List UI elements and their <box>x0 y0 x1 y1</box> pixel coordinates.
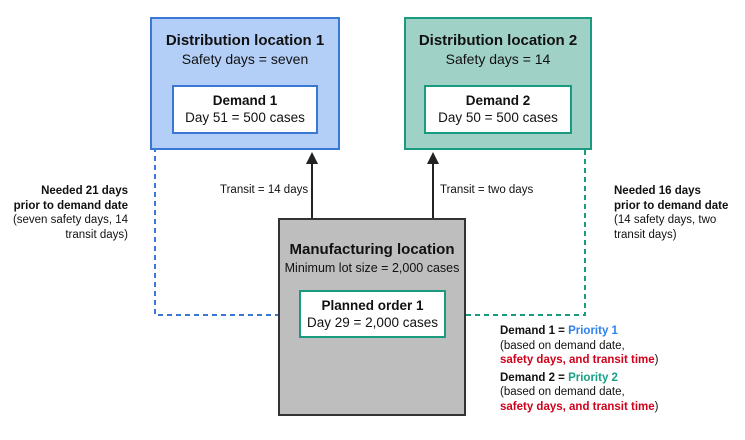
demand-2-box: Demand 2 Day 50 = 500 cases <box>424 85 572 134</box>
demand-1-title: Demand 1 <box>212 93 278 108</box>
priority-2-close: ) <box>654 400 659 413</box>
priority-1-factors: safety days, and transit time <box>500 354 655 366</box>
needed-note-right: Needed 16 days prior to demand date (14 … <box>614 184 744 242</box>
priority-2-factors: safety days, and transit time <box>500 400 655 413</box>
needed-left-line1: Needed 21 days <box>41 185 128 197</box>
needed-right-line3: (14 safety days, two <box>614 214 717 226</box>
priority-2-eq: = <box>554 371 569 384</box>
distribution-location-1: Distribution location 1 Safety days = se… <box>150 17 340 150</box>
transit-arrow-right-head <box>427 152 439 164</box>
priority-1-close: ) <box>654 354 659 366</box>
priority-2-basis: (based on demand date, <box>500 386 625 398</box>
demand-2-title: Demand 2 <box>465 93 531 108</box>
priority-2-value: Priority 2 <box>568 371 618 384</box>
planned-order-title: Planned order 1 <box>321 298 424 313</box>
distribution-2-safety: Safety days = 14 <box>445 51 551 67</box>
priority-1-demand: Demand 1 <box>500 325 555 337</box>
transit-arrow-left-head <box>306 152 318 164</box>
priority-2-line: Demand 2 = Priority 2 <box>500 371 740 386</box>
needed-right-line4: transit days) <box>614 228 677 241</box>
needed-right-line1: Needed 16 days <box>614 185 701 197</box>
priority-notes: Demand 1 = Priority 1 (based on demand d… <box>500 324 740 414</box>
priority-1-line: Demand 1 = Priority 1 <box>500 324 740 339</box>
transit-label-right: Transit = two days <box>440 184 534 196</box>
needed-note-left: Needed 21 days prior to demand date (sev… <box>0 184 128 242</box>
priority-1-factors-line: safety days, and transit time) <box>500 353 740 368</box>
distribution-1-safety: Safety days = seven <box>181 51 309 67</box>
manufacturing-location: Manufacturing location Minimum lot size … <box>278 218 466 416</box>
demand-2-value: Day 50 = 500 cases <box>438 110 558 125</box>
connector-demand1-dashed <box>154 109 300 316</box>
needed-left-line2: prior to demand date <box>13 199 128 212</box>
demand-1-box: Demand 1 Day 51 = 500 cases <box>172 85 318 134</box>
distribution-2-title: Distribution location 2 <box>418 32 578 49</box>
priority-1-value: Priority 1 <box>568 325 618 337</box>
connector-demand2-dashed <box>446 109 586 316</box>
priority-2-demand: Demand 2 <box>500 371 555 384</box>
distribution-location-2: Distribution location 2 Safety days = 14… <box>404 17 592 150</box>
needed-left-line4: transit days) <box>65 228 128 241</box>
needed-right-line2: prior to demand date <box>614 199 729 212</box>
needed-left-line3: (seven safety days, 14 <box>12 214 128 226</box>
demand-1-value: Day 51 = 500 cases <box>185 110 305 125</box>
priority-1-eq: = <box>554 325 569 337</box>
priority-1-basis: (based on demand date, <box>500 339 625 352</box>
manufacturing-title: Manufacturing location <box>289 241 455 258</box>
planned-order-box: Planned order 1 Day 29 = 2,000 cases <box>299 290 446 338</box>
planned-order-value: Day 29 = 2,000 cases <box>307 315 438 330</box>
priority-2-factors-line: safety days, and transit time) <box>500 400 740 415</box>
manufacturing-lot-size: Minimum lot size = 2,000 cases <box>284 261 460 275</box>
distribution-1-title: Distribution location 1 <box>165 32 325 49</box>
transit-label-left: Transit = 14 days <box>220 184 309 196</box>
